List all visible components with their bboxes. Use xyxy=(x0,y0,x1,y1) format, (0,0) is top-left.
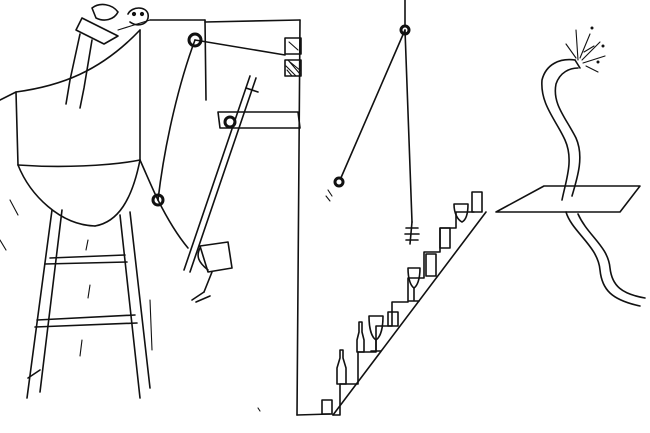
fountain-icon xyxy=(565,26,606,73)
bottle-icon xyxy=(336,321,365,385)
pendulum-icon xyxy=(325,0,420,245)
pulley-icon xyxy=(139,19,286,249)
person-pouring xyxy=(65,3,151,109)
lever-arm xyxy=(183,75,259,273)
water-tank-icon xyxy=(0,29,141,251)
watering-can-icon xyxy=(191,241,233,303)
switch-box xyxy=(284,37,302,77)
tower-wall xyxy=(204,19,331,416)
wine-glass-icon xyxy=(321,191,483,415)
platform-slab xyxy=(495,185,641,213)
wall-plate xyxy=(217,111,301,129)
ladder-icon xyxy=(26,209,153,399)
hose-icon xyxy=(541,58,646,307)
